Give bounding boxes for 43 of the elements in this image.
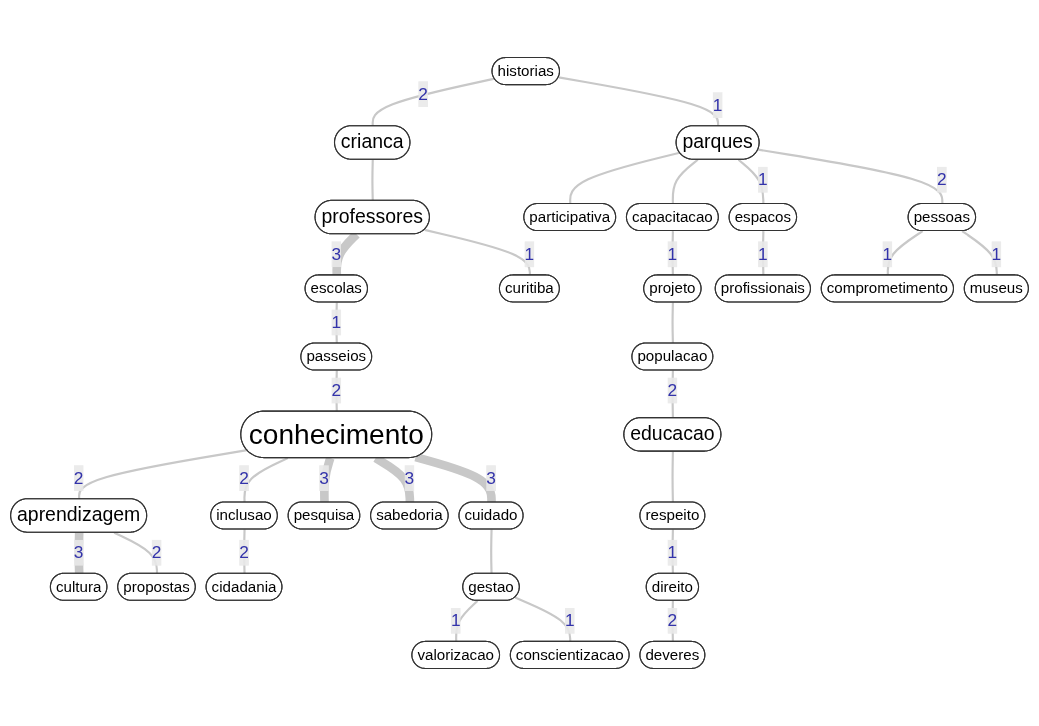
edge-label: 3 [486, 468, 496, 487]
edge-label: 1 [758, 170, 768, 189]
edge-label: 2 [418, 84, 428, 103]
edge-label: 3 [73, 543, 84, 562]
connector [671, 158, 699, 205]
connector [671, 302, 674, 344]
edge-label: 2 [239, 543, 249, 562]
connector [886, 230, 924, 276]
connector [243, 457, 289, 503]
edge-label: 1 [524, 244, 535, 263]
connector [961, 230, 998, 276]
connector [514, 596, 572, 642]
connector [424, 228, 531, 276]
edge-label: 1 [758, 244, 768, 263]
edge-label: 1 [564, 611, 575, 630]
connector [758, 148, 944, 205]
connector [371, 77, 495, 127]
edge-label: 2 [667, 380, 678, 400]
edge-label: 2 [667, 611, 678, 630]
edge-label: 2 [331, 380, 342, 400]
edge-label: 2 [239, 468, 249, 487]
connector [569, 151, 680, 205]
edge-label: 1 [712, 95, 723, 114]
edge-label: 1 [331, 312, 342, 332]
edge-label: 2 [151, 543, 162, 562]
edge-label: 3 [331, 244, 342, 263]
connector [320, 456, 335, 503]
connector [558, 76, 720, 127]
connector [113, 531, 159, 574]
edge-label: 3 [404, 468, 415, 487]
edge-label: 2 [73, 468, 84, 487]
edge-label: 1 [991, 244, 1002, 263]
edge-label: 2 [937, 170, 947, 189]
connector [371, 159, 374, 201]
edge-label: 3 [319, 468, 329, 487]
edge-label: 1 [667, 244, 678, 263]
edge-label: 1 [882, 244, 893, 263]
connector [671, 451, 674, 503]
connector [490, 529, 493, 574]
edge-label: 1 [667, 543, 678, 562]
connector [78, 449, 248, 500]
edge-label: 1 [450, 611, 461, 630]
connector [414, 453, 496, 503]
